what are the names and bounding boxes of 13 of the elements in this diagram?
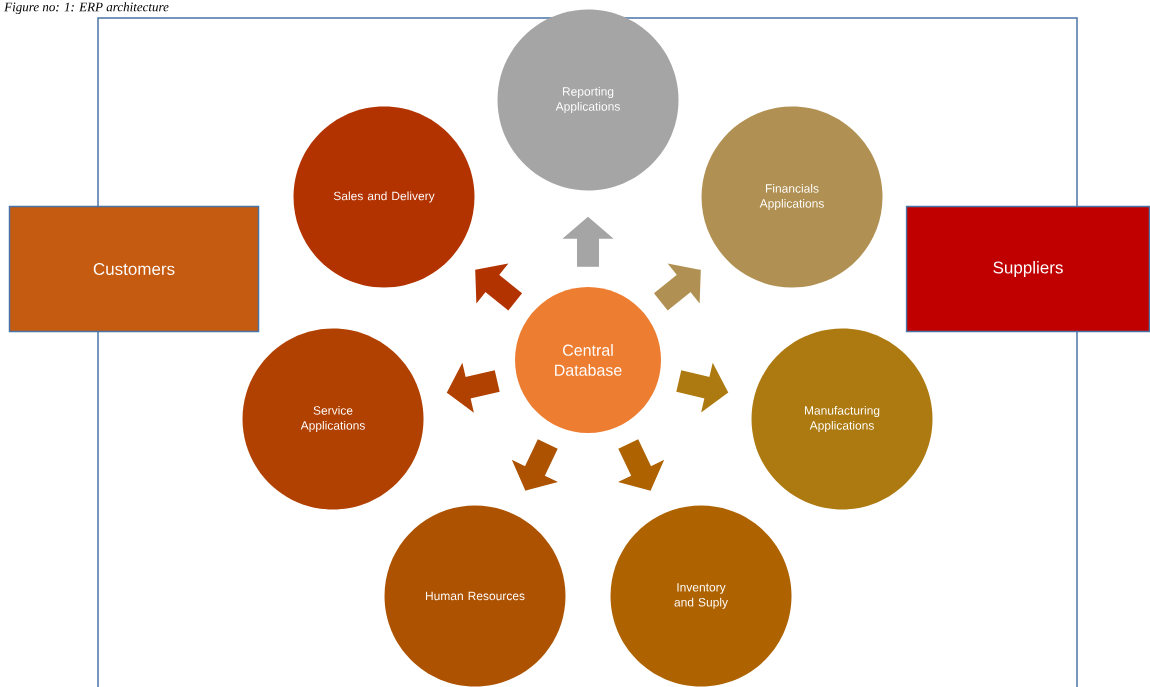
process-box: Customers (8, 205, 260, 333)
block-arrow (653, 263, 701, 311)
circle-node: Service Applications (242, 328, 424, 510)
block-arrow (618, 439, 665, 491)
process-box: Suppliers (905, 205, 1150, 333)
circle-node: Sales and Delivery (293, 106, 475, 288)
circle-node: Human Resources (384, 505, 566, 687)
circle-node: Financials Applications (701, 106, 883, 288)
circle-node: Inventory and Suply (610, 505, 792, 687)
circle-node: Reporting Applications (497, 9, 679, 191)
figure-title: Figure no: 1: ERP architecture (4, 2, 169, 14)
circle-node: Central Database (515, 287, 661, 433)
circle-node: Manufacturing Applications (751, 328, 933, 510)
